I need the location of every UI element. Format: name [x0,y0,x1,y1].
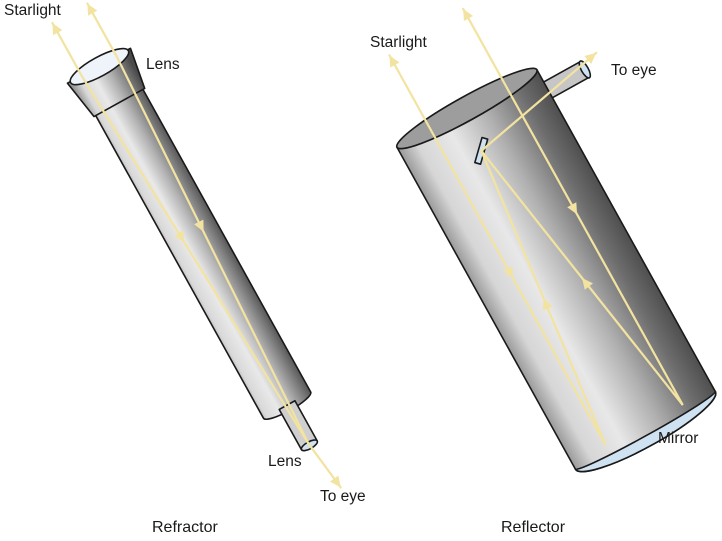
ray-arrowhead [329,475,341,488]
ray-arrowhead [567,202,578,215]
to-eye-label-reflector: To eye [611,62,657,79]
lens-label-eyepiece: Lens [268,453,302,470]
to-eye-label-refractor: To eye [320,488,366,505]
ray-arrowhead [463,8,474,21]
ray-arrowhead [52,22,63,36]
objective-lens [69,47,130,86]
reflector-group [388,7,717,473]
ray-arrowhead [194,219,204,232]
starlight-ray-right [462,7,684,406]
ray-arrowhead [542,298,553,311]
starlight-ray-left [51,21,310,445]
starlight-label-reflector: Starlight [370,34,428,51]
primary-mirror [574,390,717,473]
ray-arrowhead [503,266,514,279]
ray-arrowhead [389,55,400,68]
lens-label-objective: Lens [146,56,180,73]
ray-arrowhead [87,3,98,16]
ray-arrowhead [584,52,597,64]
reflector-caption: Reflector [501,519,566,536]
to-eye-ray [480,51,598,152]
starlight-label-refractor: Starlight [4,2,62,19]
ray-arrowhead [174,230,185,243]
ray-arrowhead [582,277,593,290]
refractor-group [51,2,342,489]
mirror-label: Mirror [658,430,698,447]
refractor-caption: Refractor [152,519,218,536]
starlight-ray-right [86,2,310,445]
refractor-tube [92,85,312,420]
starlight-ray-left [388,54,607,447]
